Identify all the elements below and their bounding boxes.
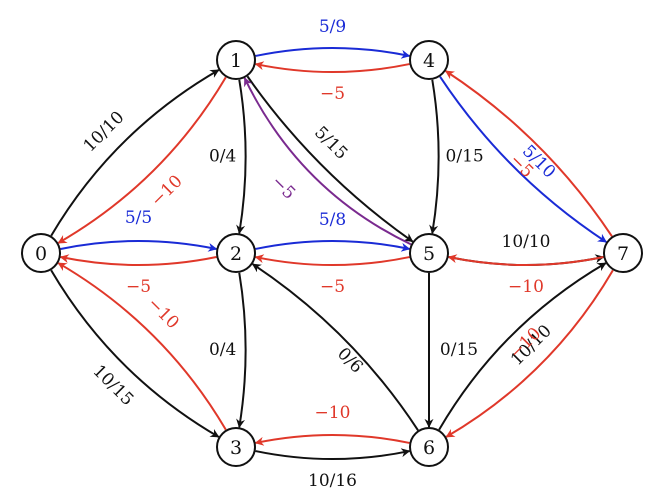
node-label-4: 4: [423, 50, 435, 72]
node-3: 3: [216, 427, 256, 467]
edge-label-6-to-2: 0/6: [333, 344, 366, 377]
edge-4-to-1: [254, 61, 410, 73]
edge-4-to-7: [439, 76, 608, 243]
edge-6-to-2: [251, 263, 419, 431]
node-circle-7: [603, 233, 643, 273]
edge-7-to-4: [444, 70, 613, 237]
edge-7-to-6: [445, 269, 614, 438]
node-label-2: 2: [230, 243, 242, 265]
node-circle-2: [216, 233, 256, 273]
edge-1-to-5: [246, 75, 414, 243]
edge-2-to-0: [59, 254, 217, 266]
edge-label-1-to-2: 0/4: [209, 147, 236, 167]
edge-7-to-5: [447, 254, 604, 266]
edge-label-6-to-3: −10: [315, 403, 351, 423]
edge-label-2-to-3: 0/4: [209, 340, 236, 360]
edge-0-to-2: [60, 240, 218, 252]
edge-label-1-to-5: 5/15: [310, 123, 351, 164]
edge-label-2-to-5: 5/8: [319, 210, 346, 230]
node-circle-6: [409, 427, 449, 467]
edge-5-to-1: [243, 77, 412, 246]
edge-label-3-to-0: −10: [143, 294, 183, 334]
node-6: 6: [409, 427, 449, 467]
edge-1-to-4: [255, 47, 411, 59]
node-label-3: 3: [230, 437, 242, 459]
edge-1-to-0: [57, 76, 227, 244]
edge-6-to-7: [438, 262, 607, 431]
edge-label-0-to-2: 5/5: [125, 208, 152, 228]
node-circle-5: [409, 233, 449, 273]
edge-label-4-to-5: 0/15: [446, 147, 484, 167]
edge-4-to-5: [429, 79, 440, 235]
edge-0-to-1: [50, 69, 220, 237]
edge-label-7-to-5: −10: [508, 277, 544, 297]
edge-label-1-to-0: −10: [147, 171, 187, 211]
node-circle-1: [216, 40, 256, 80]
edge-0-to-3: [50, 269, 220, 438]
edge-label-2-to-0: −5: [126, 277, 151, 297]
node-label-1: 1: [230, 50, 242, 72]
node-circle-0: [21, 233, 61, 273]
node-circle-4: [409, 40, 449, 80]
nodes-layer: 0 1 2 3 4 5 6 7: [21, 40, 643, 467]
edge-5-to-2: [254, 254, 410, 266]
edge-3-to-6: [255, 448, 411, 460]
edge-2-to-3: [236, 272, 247, 429]
edge-1-to-2: [236, 79, 247, 235]
edge-label-5-to-2: −5: [320, 277, 345, 297]
node-circle-3: [216, 427, 256, 467]
node-1: 1: [216, 40, 256, 80]
node-5: 5: [409, 233, 449, 273]
edge-label-0-to-1: 10/10: [80, 108, 129, 157]
edge-label-5-to-7: 10/10: [502, 232, 551, 252]
edge-6-to-3: [254, 434, 410, 446]
edge-label-3-to-6: 10/16: [308, 471, 357, 491]
edge-label-4-to-1: −5: [320, 84, 345, 104]
edge-label-0-to-3: 10/15: [89, 361, 138, 410]
edges-layer: [50, 47, 614, 460]
edge-label-5-to-1: −5: [267, 172, 299, 204]
edge-label-1-to-4: 5/9: [319, 17, 346, 37]
edge-3-to-0: [57, 262, 227, 431]
node-0: 0: [21, 233, 61, 273]
node-label-0: 0: [35, 243, 47, 265]
node-2: 2: [216, 233, 256, 273]
edge-label-5-to-6: 0/15: [440, 340, 478, 360]
node-label-7: 7: [617, 243, 629, 265]
node-label-5: 5: [423, 243, 435, 265]
edge-2-to-5: [255, 240, 411, 252]
node-label-6: 6: [423, 437, 435, 459]
node-4: 4: [409, 40, 449, 80]
node-7: 7: [603, 233, 643, 273]
